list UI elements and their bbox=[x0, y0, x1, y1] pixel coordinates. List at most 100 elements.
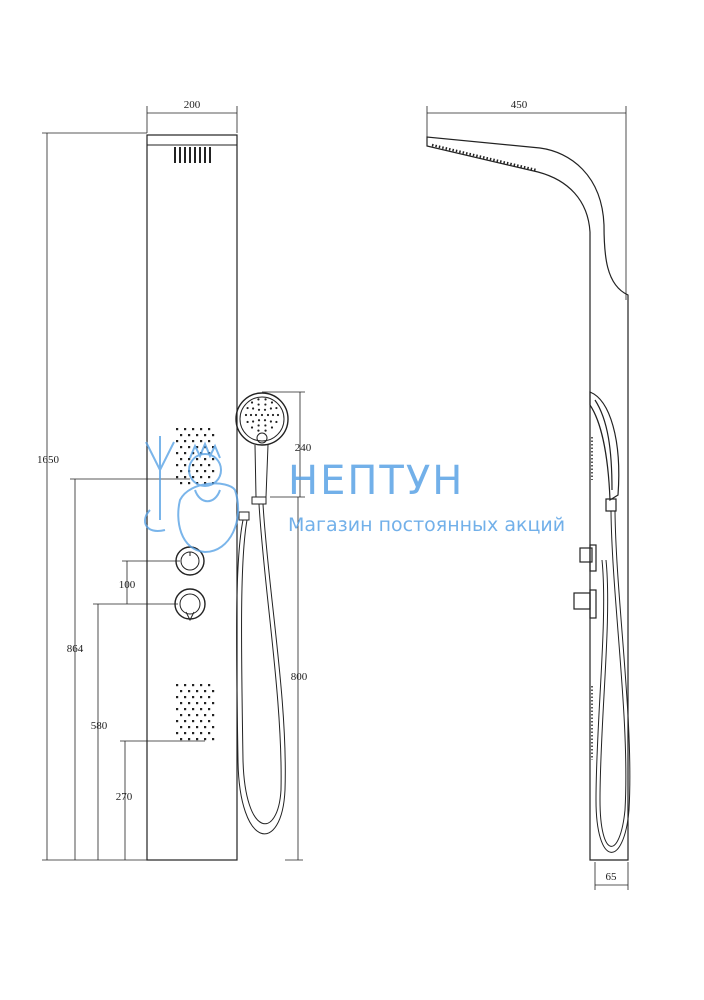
jet-dot bbox=[212, 738, 215, 741]
jet-dot bbox=[188, 482, 191, 485]
jet-dot bbox=[180, 434, 183, 437]
jet-dot bbox=[192, 696, 195, 699]
jet-dot bbox=[196, 702, 199, 705]
dim-upper-control-height: 864 bbox=[67, 643, 84, 655]
jet-dot bbox=[192, 708, 195, 711]
hand-jet-dot bbox=[257, 403, 260, 406]
hand-jet-dot bbox=[271, 413, 275, 417]
jet-dot bbox=[176, 732, 179, 735]
jet-dot bbox=[176, 720, 179, 723]
front-dimension-lines bbox=[42, 106, 305, 861]
jet-dot bbox=[180, 470, 183, 473]
jet-dot bbox=[176, 440, 179, 443]
jet-dot bbox=[196, 458, 199, 461]
jet-dot bbox=[180, 738, 183, 741]
hand-jet-dot bbox=[252, 420, 255, 423]
jet-dot bbox=[180, 482, 183, 485]
hand-jet-dot bbox=[275, 420, 278, 424]
side-panel-profile bbox=[426, 136, 629, 861]
jet-dot bbox=[200, 720, 203, 723]
jet-dot bbox=[184, 464, 187, 467]
jet-dot bbox=[212, 470, 215, 473]
jet-dot bbox=[212, 690, 215, 693]
hand-jet-dot bbox=[264, 398, 267, 401]
hand-jet-dot bbox=[246, 406, 249, 410]
jet-dot bbox=[180, 458, 183, 461]
watermark-brand: НЕПТУН bbox=[288, 458, 464, 504]
jet-dot bbox=[196, 726, 199, 729]
rain-shower-slots bbox=[174, 147, 211, 163]
jet-dot bbox=[208, 464, 211, 467]
jet-dot bbox=[192, 732, 195, 735]
jet-dot bbox=[200, 708, 203, 711]
jet-dot bbox=[200, 732, 203, 735]
jet-dot bbox=[208, 428, 211, 431]
jet-dot bbox=[200, 684, 203, 687]
jet-dot bbox=[192, 464, 195, 467]
jet-dot bbox=[196, 690, 199, 693]
hand-jet-dot bbox=[263, 419, 267, 422]
dim-total-height: 1650 bbox=[37, 454, 60, 466]
dim-width: 200 bbox=[184, 99, 201, 111]
hand-jet-dot bbox=[249, 413, 253, 417]
neptune-logo-icon bbox=[144, 436, 240, 554]
jet-dot bbox=[200, 464, 203, 467]
jet-dot bbox=[204, 738, 207, 741]
jet-dot bbox=[184, 732, 187, 735]
jet-dot bbox=[188, 690, 191, 693]
jet-dot bbox=[204, 470, 207, 473]
hand-shower-holder bbox=[251, 496, 267, 505]
jet-dot bbox=[176, 464, 179, 467]
jet-dot bbox=[196, 714, 199, 717]
hand-jet-dot bbox=[269, 420, 272, 423]
jet-dot bbox=[180, 446, 183, 449]
shower-hose bbox=[236, 503, 286, 835]
dim-reach: 450 bbox=[511, 99, 528, 111]
hand-jet-dot bbox=[270, 401, 274, 404]
jet-dot bbox=[176, 428, 179, 431]
jet-dot bbox=[184, 684, 187, 687]
jet-dot bbox=[180, 726, 183, 729]
jet-dot bbox=[208, 684, 211, 687]
jet-dot bbox=[212, 446, 215, 449]
jet-dot bbox=[208, 696, 211, 699]
jet-dot bbox=[180, 690, 183, 693]
jet-dot bbox=[208, 708, 211, 711]
dim-lower-jets-height: 270 bbox=[116, 791, 133, 803]
jet-dot bbox=[188, 702, 191, 705]
jet-dot bbox=[180, 702, 183, 705]
lower-body-jets bbox=[176, 684, 215, 741]
jet-dot bbox=[184, 696, 187, 699]
jet-dot bbox=[176, 452, 179, 455]
jet-dot bbox=[176, 684, 179, 687]
jet-dot bbox=[176, 696, 179, 699]
watermark-tagline: Магазин постоянных акций bbox=[288, 514, 565, 536]
jet-dot bbox=[208, 732, 211, 735]
jet-dot bbox=[212, 714, 215, 717]
jet-dot bbox=[212, 434, 215, 437]
dim-lower-control-height: 580 bbox=[91, 720, 108, 732]
dim-hose: 800 bbox=[291, 671, 308, 683]
jet-dot bbox=[212, 458, 215, 461]
side-view bbox=[426, 106, 631, 890]
jet-dot bbox=[200, 476, 203, 479]
hand-jet-dot bbox=[250, 401, 254, 404]
jet-dot bbox=[208, 440, 211, 443]
jet-dot bbox=[204, 714, 207, 717]
jet-dot bbox=[188, 446, 191, 449]
jet-dot bbox=[204, 726, 207, 729]
jet-dot bbox=[184, 440, 187, 443]
jet-dot bbox=[208, 476, 211, 479]
jet-dot bbox=[188, 458, 191, 461]
hand-jet-dot bbox=[257, 429, 260, 432]
hand-jet-dot bbox=[250, 426, 254, 429]
hand-jet-dot bbox=[244, 413, 248, 417]
jet-dot bbox=[188, 738, 191, 741]
jet-dot bbox=[196, 470, 199, 473]
hand-jet-dot bbox=[270, 426, 274, 429]
hand-jet-dot bbox=[254, 413, 258, 417]
jet-dot bbox=[200, 428, 203, 431]
jet-dot bbox=[212, 702, 215, 705]
jet-dot bbox=[184, 720, 187, 723]
